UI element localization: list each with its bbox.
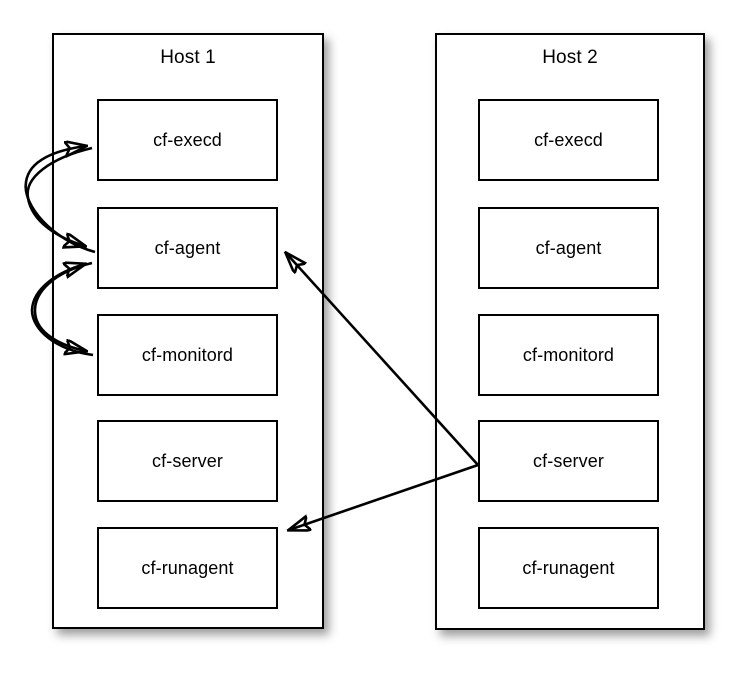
component-box-host2-cf-agent[interactable]: cf-agent: [478, 207, 659, 289]
component-label: cf-monitord: [522, 345, 615, 365]
component-box-host1-cf-execd[interactable]: cf-execd: [97, 99, 278, 181]
component-label: cf-agent: [154, 238, 221, 258]
component-box-host2-cf-runagent[interactable]: cf-runagent: [478, 527, 659, 609]
host-1-title: Host 1: [160, 47, 216, 68]
component-box-host1-cf-server[interactable]: cf-server: [97, 420, 278, 502]
component-label: cf-runagent: [522, 558, 615, 578]
component-label: cf-server: [152, 451, 223, 471]
host-panel-host-1: Host 1 cf-execd cf-agent cf-monitord cf-…: [52, 33, 324, 629]
component-label: cf-execd: [153, 130, 222, 150]
component-box-host2-cf-monitord[interactable]: cf-monitord: [478, 314, 659, 396]
component-box-host2-cf-server[interactable]: cf-server: [478, 420, 659, 502]
component-label: cf-monitord: [141, 345, 234, 365]
component-label: cf-execd: [534, 130, 603, 150]
component-box-host1-cf-monitord[interactable]: cf-monitord: [97, 314, 278, 396]
component-box-host1-cf-agent[interactable]: cf-agent: [97, 207, 278, 289]
host-panel-host-2: Host 2 cf-execd cf-agent cf-monitord cf-…: [435, 33, 705, 630]
component-label: cf-server: [533, 451, 604, 471]
component-label: cf-runagent: [141, 558, 234, 578]
host-2-title: Host 2: [542, 47, 598, 68]
component-box-host2-cf-execd[interactable]: cf-execd: [478, 99, 659, 181]
component-label: cf-agent: [535, 238, 602, 258]
component-box-host1-cf-runagent[interactable]: cf-runagent: [97, 527, 278, 609]
